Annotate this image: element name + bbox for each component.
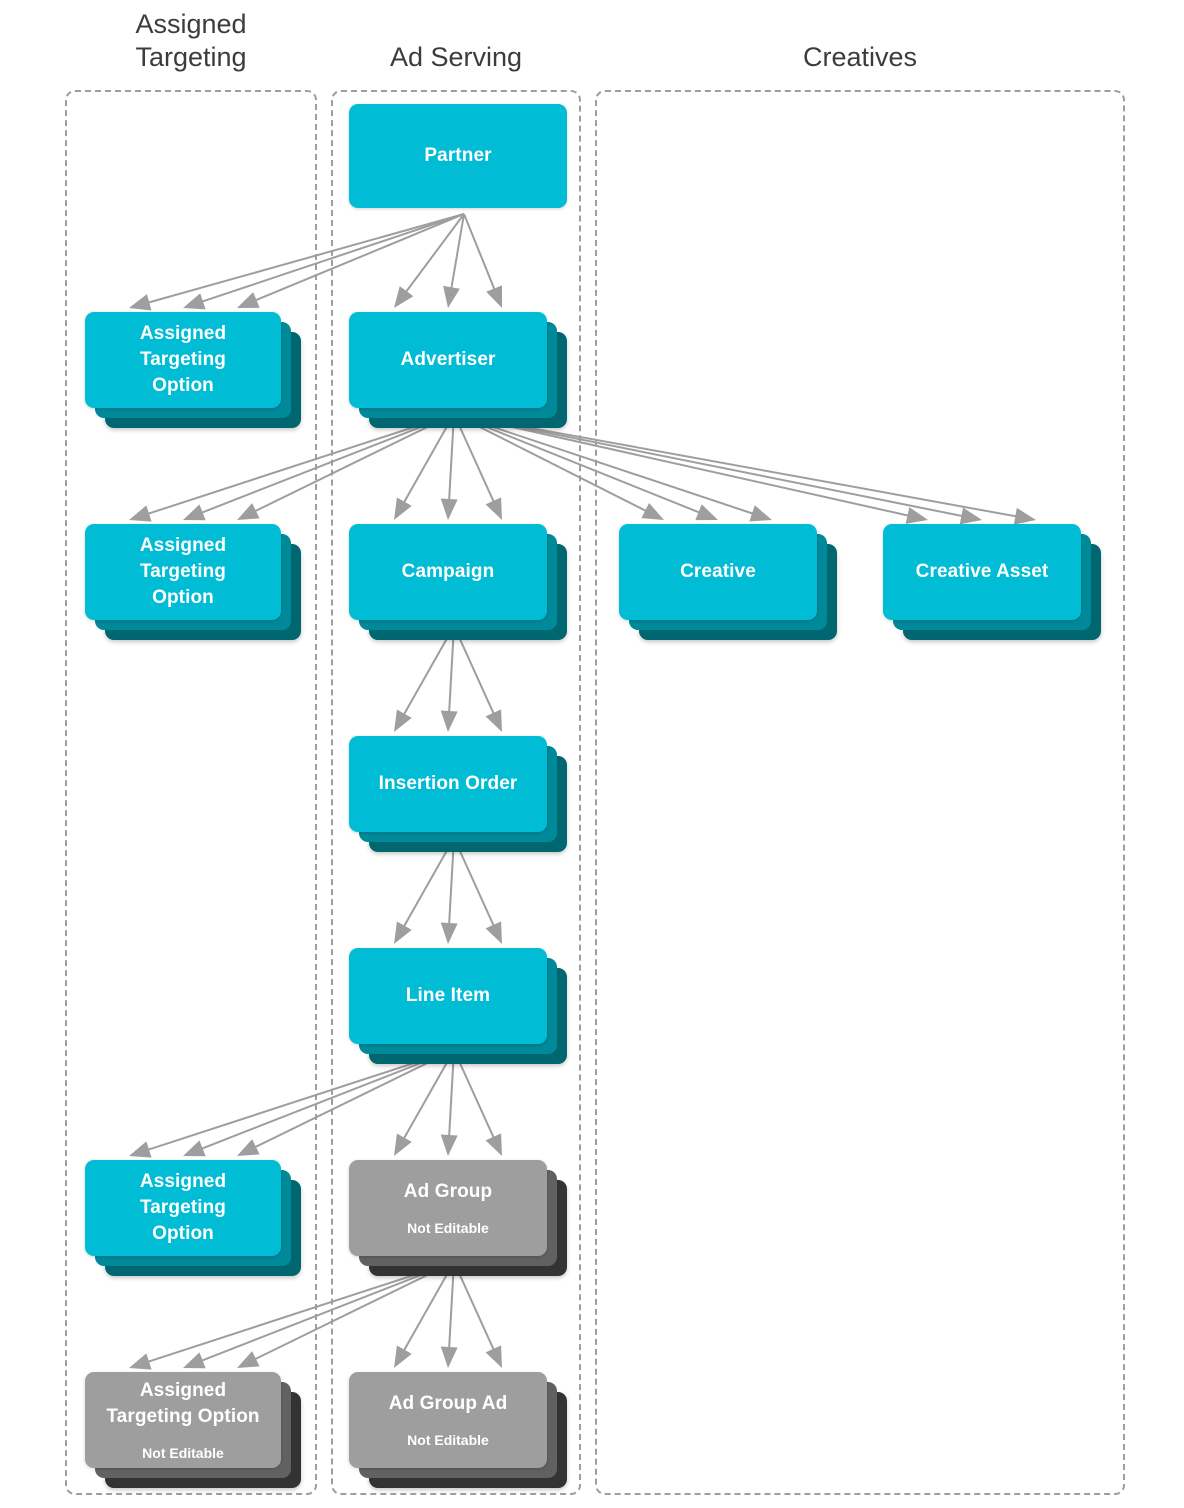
node-line-item[interactable]: Line Item [349,948,571,1068]
node-title: Campaign [401,561,495,582]
node-advertiser[interactable]: Advertiser [349,312,571,432]
column-header-ad-serving: Ad Serving [389,42,523,72]
node-creative[interactable]: Creative [619,524,841,644]
node-insertion-order[interactable]: Insertion Order [349,736,571,856]
node-card-ato-advertiser[interactable]: Assigned Targeting Option [85,524,281,620]
column-header-assigned-targeting: Assigned Targeting [135,9,247,72]
node-card-creative-asset[interactable]: Creative Asset [883,524,1081,620]
group-box-ad-serving [331,90,581,1495]
node-title: Creative [680,561,756,582]
node-title: Assigned Targeting Option [139,1171,227,1244]
node-card-ato-partner[interactable]: Assigned Targeting Option [85,312,281,408]
node-subtitle: Not Editable [142,1445,224,1461]
node-title: Advertiser [400,349,496,370]
group-box-assigned-targeting [65,90,317,1495]
node-subtitle: Not Editable [407,1432,489,1448]
node-card-line-item[interactable]: Line Item [349,948,547,1044]
node-card-insertion-order[interactable]: Insertion Order [349,736,547,832]
node-card-creative[interactable]: Creative [619,524,817,620]
node-partner[interactable]: Partner [349,104,591,232]
node-card-advertiser[interactable]: Advertiser [349,312,547,408]
node-ato-advertiser[interactable]: Assigned Targeting Option [85,524,305,644]
node-creative-asset[interactable]: Creative Asset [883,524,1105,644]
node-title: Creative Asset [915,561,1049,582]
node-subtitle: Not Editable [407,1220,489,1236]
column-header-creatives: Creatives [802,42,918,72]
node-title: Assigned Targeting Option [106,1380,260,1427]
node-title: Insertion Order [378,773,518,794]
node-title: Ad Group [403,1181,493,1202]
node-card-ad-group-ad[interactable]: Ad Group Ad Not Editable [349,1372,547,1468]
node-ad-group-ad[interactable]: Ad Group Ad Not Editable [349,1372,571,1492]
node-card-campaign[interactable]: Campaign [349,524,547,620]
node-card-ato-line-item[interactable]: Assigned Targeting Option [85,1160,281,1256]
node-title: Ad Group Ad [388,1393,508,1414]
group-box-creatives [595,90,1125,1495]
node-ato-partner[interactable]: Assigned Targeting Option [85,312,305,432]
node-title: Assigned Targeting Option [139,535,227,608]
node-title: Line Item [405,985,491,1006]
node-ato-line-item[interactable]: Assigned Targeting Option [85,1160,305,1280]
node-title: Partner [424,145,492,166]
node-card-partner[interactable]: Partner [349,104,567,208]
node-title: Assigned Targeting Option [139,323,227,396]
node-campaign[interactable]: Campaign [349,524,571,644]
